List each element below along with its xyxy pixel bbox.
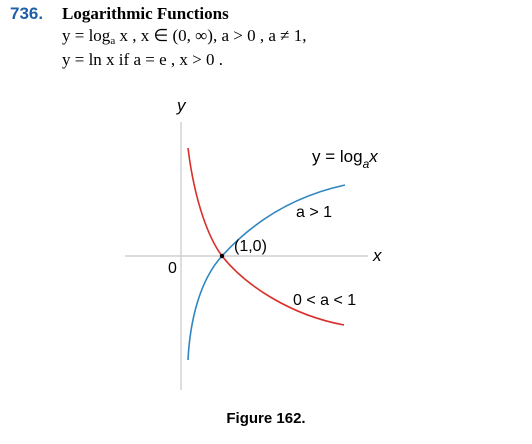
- formula-line-2: y = ln x if a = e , x > 0 .: [62, 50, 223, 69]
- formula-base: a: [110, 35, 116, 47]
- origin-label: 0: [168, 260, 177, 277]
- entry-number: 736.: [10, 4, 44, 23]
- formula-lead: y = log: [62, 26, 111, 45]
- entry-title: Logarithmic Functions: [62, 4, 229, 23]
- point-label: (1,0): [234, 238, 267, 255]
- axis-x-label: x: [372, 246, 382, 265]
- decay-label: 0 < a < 1: [293, 292, 356, 309]
- curve-title-prefix: y = log: [312, 147, 363, 166]
- handbook-entry: 736. Logarithmic Functions y = loga x , …: [0, 0, 532, 100]
- curve-title-suffix: x: [368, 147, 378, 166]
- axis-y-label: y: [176, 96, 187, 115]
- formula-rest: x , x ∈ (0, ∞), a > 0 , a ≠ 1,: [115, 26, 307, 45]
- formula-line-1: y = loga x , x ∈ (0, ∞), a > 0 , a ≠ 1,: [62, 26, 306, 47]
- curve-title: y = logax: [312, 147, 378, 171]
- curve-title-base: a: [363, 157, 370, 171]
- intersection-point: [219, 253, 225, 259]
- figure-caption: Figure 162.: [226, 410, 306, 427]
- growth-label: a > 1: [296, 204, 332, 221]
